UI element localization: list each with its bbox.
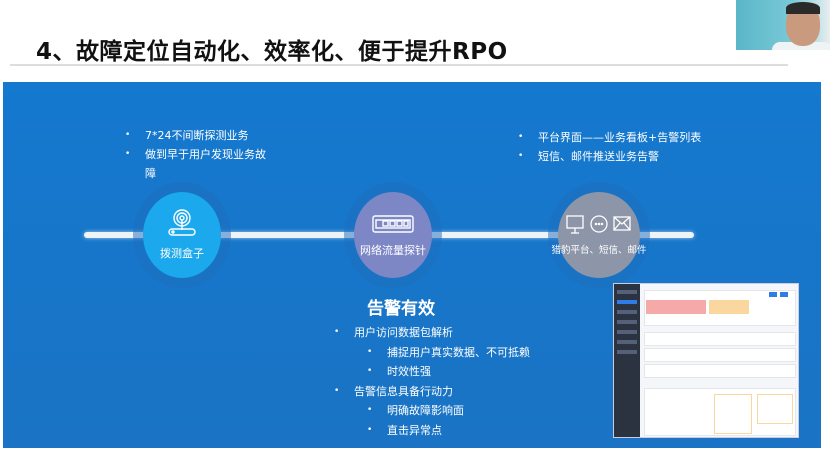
alert-bullets: 用户访问数据包解析 捕捉用户真实数据、不可抵赖 时效性强 告警信息具备行动力 明… <box>334 323 530 440</box>
bullet: 用户访问数据包解析 <box>334 323 530 343</box>
sub-bullet: 时效性强 <box>367 362 530 382</box>
bullet: 告警信息具备行动力 <box>334 382 530 402</box>
webcam-video <box>736 0 830 50</box>
bullet: 7*24不间断探测业务 <box>125 126 275 145</box>
monitor-chat-mail-icon <box>566 215 631 234</box>
antenna-router-icon <box>168 209 196 236</box>
node-platform: 猎豹平台、短信、邮件 <box>552 192 647 278</box>
bullet: 平台界面——业务看板+告警列表 <box>518 128 701 147</box>
node-traffic-probe: 网络流量探针 <box>354 192 432 278</box>
slide-title: 4、故障定位自动化、效率化、便于提升RPO <box>36 39 508 65</box>
bullet: 做到早于用户发现业务故障 <box>125 145 275 183</box>
network-switch-icon <box>372 215 414 233</box>
title-divider <box>10 64 788 66</box>
right-bullets: 平台界面——业务看板+告警列表 短信、邮件推送业务告警 <box>518 128 701 166</box>
sub-bullet: 捕捉用户真实数据、不可抵赖 <box>367 343 530 363</box>
bullet: 短信、邮件推送业务告警 <box>518 147 701 166</box>
sub-bullet: 明确故障影响面 <box>367 401 530 421</box>
node-label: 网络流量探针 <box>360 244 426 257</box>
node-label: 猎豹平台、短信、邮件 <box>551 245 647 256</box>
sub-bullet: 直击异常点 <box>367 421 530 441</box>
alert-heading: 告警有效 <box>367 299 435 319</box>
node-probe-box: 拨测盒子 <box>143 192 221 278</box>
node-label: 拨测盒子 <box>160 247 204 260</box>
screenshot-sidebar <box>614 284 640 437</box>
platform-screenshot <box>613 283 799 438</box>
left-bullets: 7*24不间断探测业务 做到早于用户发现业务故障 <box>125 126 275 183</box>
